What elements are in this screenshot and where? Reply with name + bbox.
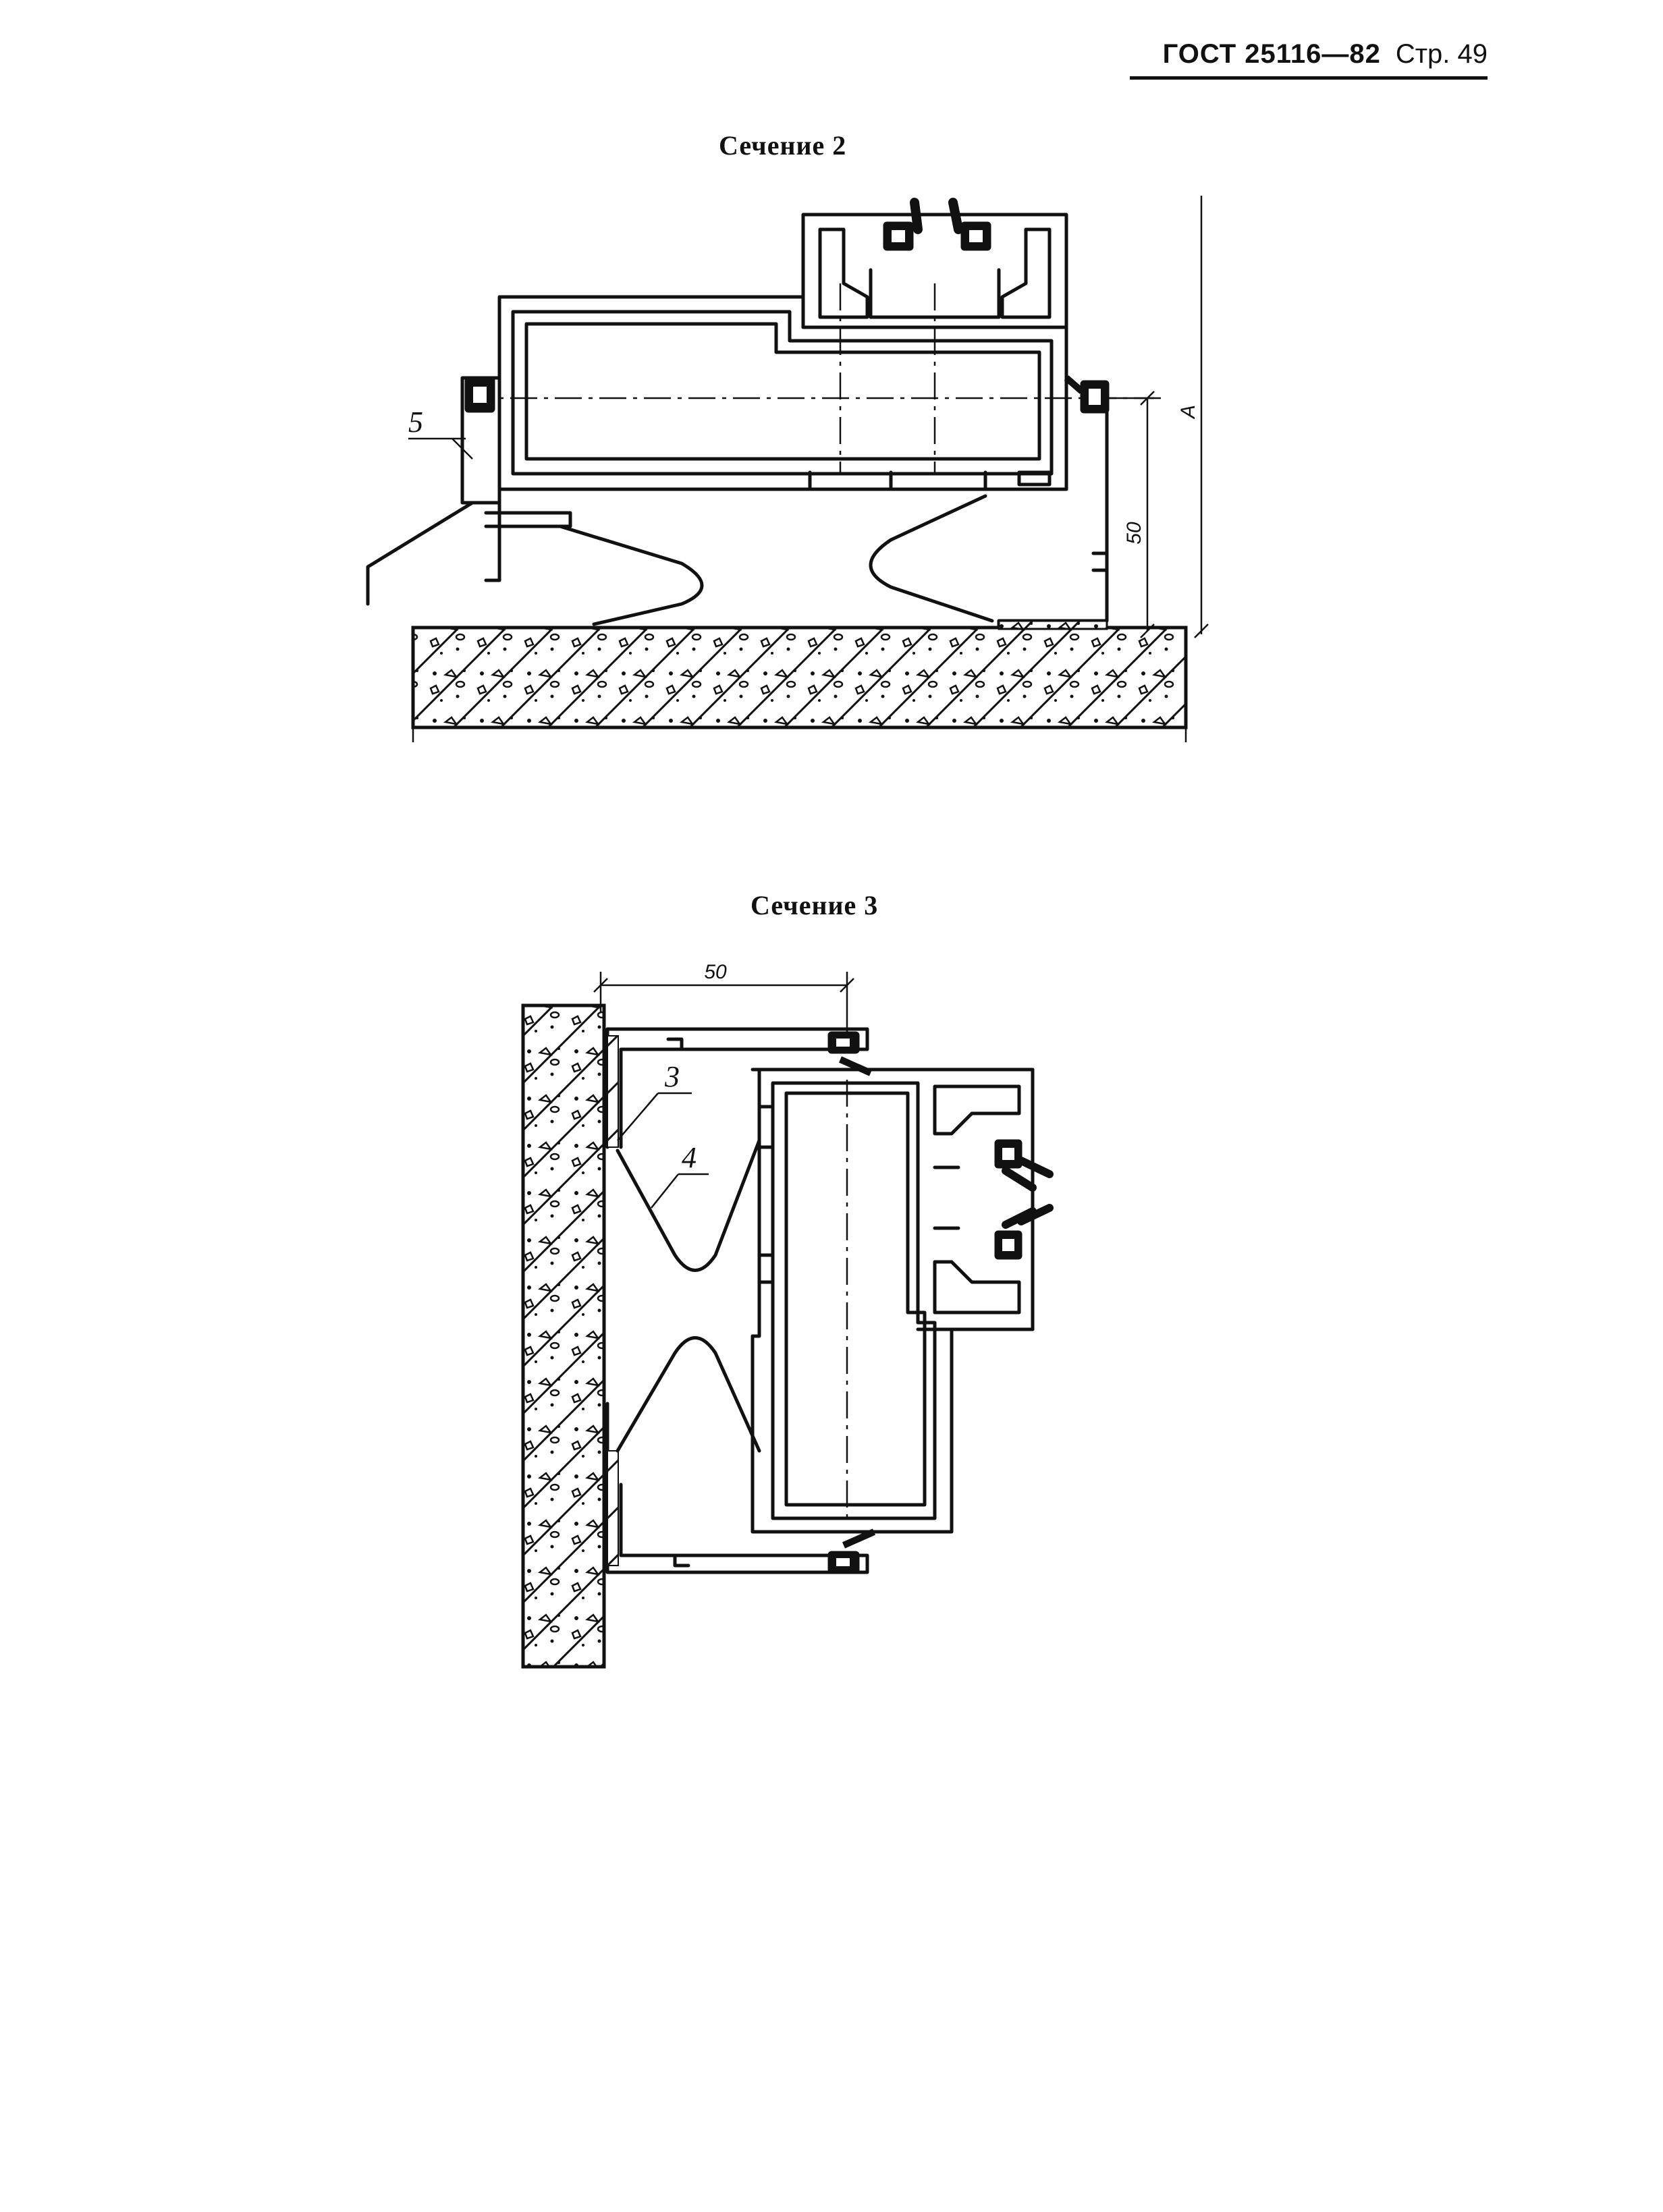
standard-number: ГОСТ 25116—82 xyxy=(1162,39,1381,69)
label-4: 4 xyxy=(682,1141,697,1174)
section-2-drawing: 50 A 5 xyxy=(366,196,1209,742)
side-glazing-profile xyxy=(916,1068,1035,1331)
page-header: ГОСТ 25116—82 Стр. 49 xyxy=(1130,39,1488,80)
gasket-right xyxy=(1064,375,1110,414)
gasket-top-left xyxy=(883,198,923,251)
gasket-s3-side-bottom xyxy=(994,1204,1054,1260)
gasket-top-right xyxy=(948,198,991,251)
wall-frame-profile xyxy=(605,1027,869,1149)
gasket-s3-side-top xyxy=(994,1139,1054,1192)
concrete-floor xyxy=(411,626,1188,729)
section-3-title: Сечение 3 xyxy=(751,890,879,920)
seal-s3-bottom xyxy=(616,1336,761,1453)
gasket-left xyxy=(464,377,495,413)
label-5: 5 xyxy=(408,406,423,439)
section-3-drawing: 50 xyxy=(521,961,1054,1669)
dimension-A: A xyxy=(1177,405,1199,420)
dimension-50-section3: 50 xyxy=(704,961,727,983)
page-number: Стр. 49 xyxy=(1395,39,1488,69)
gasket-s3-top xyxy=(827,1031,873,1076)
section-2-title: Сечение 2 xyxy=(719,130,847,161)
label-3: 3 xyxy=(664,1060,680,1093)
concrete-wall xyxy=(521,1003,606,1669)
seal-right xyxy=(869,494,994,623)
gasket-s3-bottom xyxy=(827,1528,876,1574)
header-underline xyxy=(1130,76,1488,80)
dimension-50-section2: 50 xyxy=(1123,522,1145,545)
seal-left xyxy=(558,524,704,626)
seal-s3-top xyxy=(616,1138,761,1272)
left-flashing xyxy=(460,376,501,505)
main-vertical-profile xyxy=(751,1068,1035,1534)
